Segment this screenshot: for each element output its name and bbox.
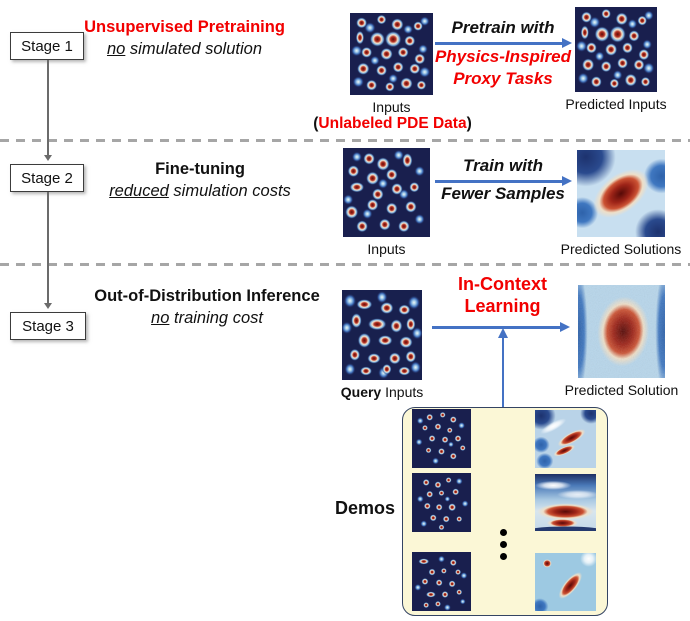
stage3-box-label: Stage 3 (22, 317, 74, 335)
stage1-arrow-label-top: Pretrain with (451, 18, 555, 37)
stage1-subtitle-underlined: no (106, 40, 126, 58)
ellipsis-dot (500, 529, 507, 536)
stage1-predicted-inputs-heatmap (575, 7, 657, 92)
demo1-input-heatmap (412, 409, 471, 468)
stage3-predicted-caption: Predicted Solution (564, 382, 679, 398)
stage3-query-figure: Query Inputs (312, 290, 452, 400)
note-close-paren: ) (466, 115, 472, 132)
stage1-box-label: Stage 1 (21, 37, 73, 55)
stage2-subtitle-underlined: reduced (109, 182, 169, 200)
stage3-subtitle-rest: training cost (169, 309, 263, 327)
stage1-predicted-caption: Predicted Inputs (565, 96, 667, 112)
stage1-right-arrow-icon (435, 42, 563, 45)
note-text: Unlabeled PDE Data (318, 115, 467, 132)
demo2-output-heatmap (535, 474, 596, 531)
stage1-subtitle-rest: simulated solution (125, 40, 263, 58)
demos-up-arrow-icon (501, 337, 505, 407)
ellipsis-dot (500, 541, 507, 548)
stage3-title: Out-of-Distribution Inference (94, 287, 320, 305)
stage3-query-caption: Query Inputs (312, 384, 452, 400)
stage1-subtitle: no simulated solution (72, 40, 297, 59)
stage2-box-label: Stage 2 (21, 169, 73, 187)
stage1-unlabeled-note: (Unlabeled PDE Data) (300, 115, 485, 133)
stage2-arrow-label-bottom: Fewer Samples (441, 184, 565, 203)
stage1-arrow-label-red1: Physics-Inspired (434, 47, 572, 66)
ellipsis-dot (500, 553, 507, 560)
demo3-input-heatmap (412, 552, 471, 611)
stage1-title: Unsupervised Pretraining (84, 18, 285, 36)
stage1-predicted-figure: Predicted Inputs (546, 7, 686, 112)
stage2-predicted-solutions-heatmap (577, 150, 665, 237)
stage3-subtitle-underlined: no (151, 309, 170, 327)
stage3-right-arrow-icon (432, 326, 561, 329)
demo2-input-heatmap (412, 473, 471, 532)
stage3-box: Stage 3 (10, 312, 86, 340)
down-arrow-icon (43, 303, 52, 309)
stage3-subtitle: no training cost (72, 309, 342, 328)
query-bold: Query (340, 384, 382, 400)
note-open-paren: ( (313, 115, 319, 132)
demos-label: Demos (335, 498, 396, 518)
stage2-inputs-figure: Inputs (326, 148, 447, 257)
stage2-stage3-divider (0, 263, 690, 266)
down-arrow-icon (43, 155, 52, 161)
stage1-box: Stage 1 (10, 32, 84, 60)
stage1-inputs-figure: Inputs (330, 13, 453, 115)
stage2-box: Stage 2 (10, 164, 84, 192)
stage2-right-arrow-icon (435, 180, 563, 183)
stage1-inputs-caption: Inputs (372, 99, 411, 115)
stage1-inputs-heatmap (350, 13, 433, 95)
stage3-predicted-solution-heatmap (578, 285, 665, 378)
stage3-predicted-figure: Predicted Solution (551, 285, 690, 398)
stage1-to-stage2-connector (47, 60, 49, 155)
stage3-arrow-label-line1: In-Context (458, 274, 547, 294)
stage2-subtitle: reduced simulation costs (90, 182, 310, 201)
stage2-to-stage3-connector (47, 192, 49, 303)
stage2-inputs-heatmap (343, 148, 430, 237)
stage2-predicted-figure: Predicted Solutions (551, 150, 690, 257)
demo3-output-heatmap (535, 553, 596, 611)
stage3-arrow-label-line2: Learning (464, 296, 541, 316)
stage1-arrow-label-red2: Proxy Tasks (453, 69, 553, 88)
stage3-query-inputs-heatmap (342, 290, 422, 380)
demo1-output-heatmap (535, 410, 596, 468)
stage2-predicted-caption: Predicted Solutions (560, 241, 682, 257)
stage2-subtitle-rest: simulation costs (168, 182, 291, 200)
stage1-stage2-divider (0, 139, 690, 142)
query-rest: Inputs (381, 384, 424, 400)
stage2-inputs-caption: Inputs (367, 241, 406, 257)
stage2-title: Fine-tuning (155, 160, 245, 178)
stage2-arrow-label-top: Train with (463, 156, 543, 175)
